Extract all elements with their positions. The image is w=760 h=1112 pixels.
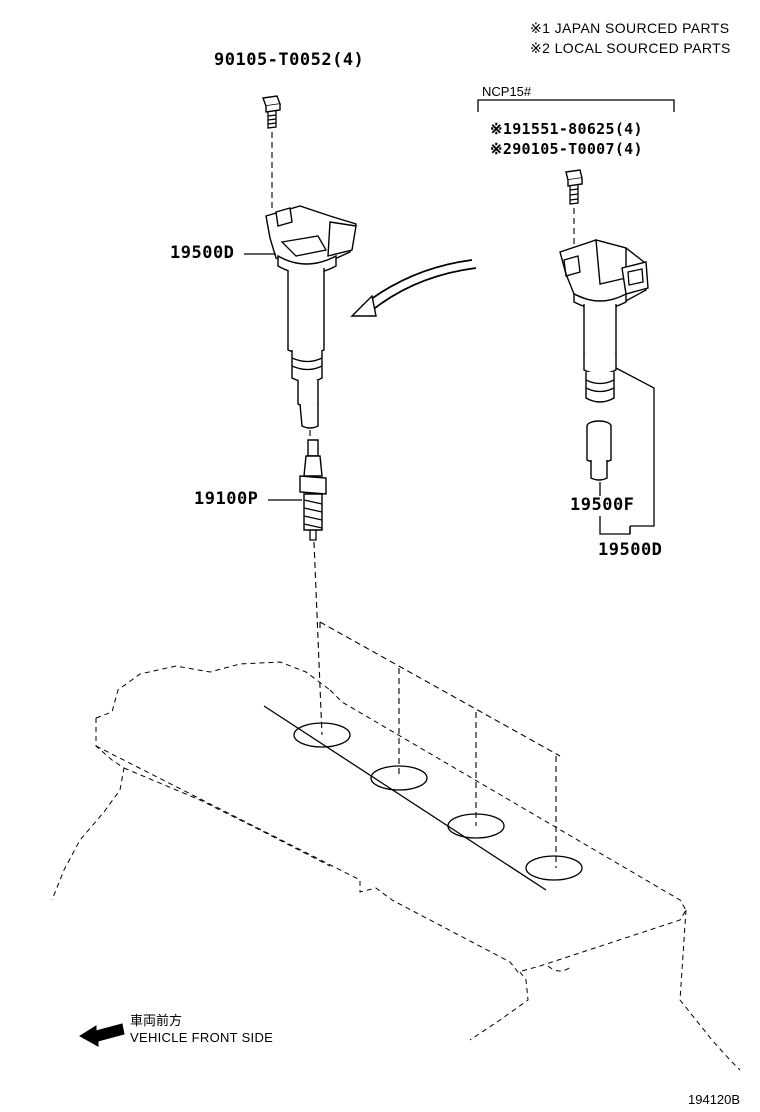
direction-japanese: 車両前方 [130,1013,183,1028]
part-bolt-main[interactable]: 90105-T0052(4) [214,50,365,70]
ignition-coil-right-drawing [559,239,649,403]
right-leaders [599,367,655,535]
bolt-right-drawing [565,169,583,246]
variant-bracket [477,99,675,112]
engine-cylinder-head-drawing [51,661,741,1071]
note-local-sourced: ※2 LOCAL SOURCED PARTS [530,40,731,56]
variant-label: NCP15# [482,84,532,99]
curved-arrow-icon [350,259,477,317]
alignment-dashes [319,621,561,868]
direction-english: VEHICLE FRONT SIDE [130,1030,274,1045]
part-boot[interactable]: 19500F [570,495,635,515]
spark-plug-holes [293,722,583,881]
bolt-left-drawing [262,95,281,210]
part-bolt-alt1[interactable]: ※191551-80625(4) [490,120,643,138]
spark-plug-drawing [299,439,327,736]
ignition-coil-left-drawing [265,205,357,444]
figure-code: 194120B [688,1092,741,1107]
vehicle-front-arrow-icon [79,1023,125,1047]
part-coil-right[interactable]: 19500D [598,540,663,560]
part-spark-plug[interactable]: 19100P [194,489,259,509]
part-coil-left[interactable]: 19500D [170,243,235,263]
part-bolt-alt2[interactable]: ※290105-T0007(4) [490,140,643,158]
boot-drawing [586,420,612,481]
note-japan-sourced: ※1 JAPAN SOURCED PARTS [530,20,730,36]
